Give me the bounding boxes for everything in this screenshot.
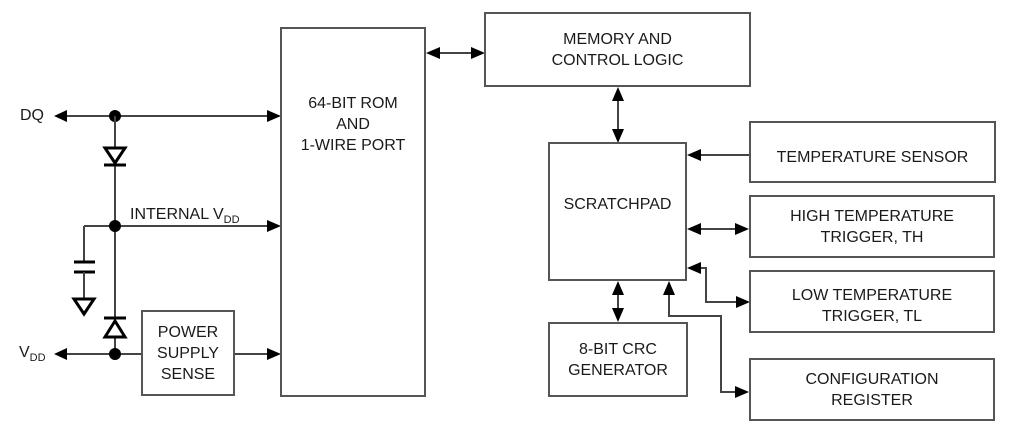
vdd-junction — [109, 348, 121, 360]
config-arrow-up — [663, 281, 675, 295]
high-trigger-line-2: TRIGGER, TH — [820, 228, 924, 246]
rom-block: 64-BIT ROM AND 1-WIRE PORT — [280, 27, 426, 397]
vdd-pin-arrow — [54, 348, 67, 360]
low-trigger-line-2: TRIGGER, TL — [821, 308, 923, 325]
vdd-main: V — [19, 344, 30, 361]
crc-generator-block: 8-BIT CRC GENERATOR — [548, 322, 688, 397]
power-line-3: SENSE — [160, 365, 216, 383]
scratchpad-block: SCRATCHPAD — [548, 142, 687, 281]
temp-sensor-label: TEMPERATURE SENSOR — [776, 149, 969, 166]
low-trigger-arrow-left — [687, 262, 701, 274]
config-wire — [668, 286, 744, 393]
dq-rom-arrow — [267, 110, 281, 122]
low-temperature-trigger-block: LOW TEMPERATURE TRIGGER, TL — [749, 270, 995, 333]
config-arrow-right — [735, 386, 749, 398]
crc-line-2: GENERATOR — [568, 361, 668, 379]
config-line-2: REGISTER — [831, 391, 913, 409]
scratchpad-label: SCRATCHPAD — [563, 196, 672, 213]
upper-diode-icon — [102, 146, 128, 166]
internal-vdd-arrow — [267, 220, 281, 232]
dq-pin-label: DQ — [20, 107, 44, 124]
memory-line-2: CONTROL LOGIC — [551, 51, 684, 69]
crc-line-1: 8-BIT CRC — [579, 340, 657, 358]
config-line-1: CONFIGURATION — [805, 370, 939, 388]
internal-vdd-label: INTERNAL VDD — [130, 206, 240, 226]
memory-control-block: MEMORY AND CONTROL LOGIC — [484, 12, 751, 87]
rom-line-3: 1-WIRE PORT — [300, 137, 406, 154]
power-sense-arrow — [267, 348, 281, 360]
temp-sensor-arrow — [687, 149, 701, 161]
internal-vdd-subscript: DD — [223, 214, 240, 226]
temperature-sensor-block: TEMPERATURE SENSOR — [749, 121, 996, 183]
dq-pin-arrow — [54, 110, 67, 122]
power-supply-sense-block: POWER SUPPLY SENSE — [141, 310, 235, 396]
vdd-pin-label: VDD — [19, 344, 46, 364]
high-trigger-line-1: HIGH TEMPERATURE — [790, 207, 954, 225]
memory-scratchpad-arrow-down — [612, 129, 624, 143]
lower-diode-icon — [102, 318, 128, 339]
memory-scratchpad-arrow-up — [612, 87, 624, 101]
power-line-2: SUPPLY — [157, 344, 219, 362]
power-line-1: POWER — [157, 323, 219, 341]
rom-line-2: AND — [336, 116, 370, 133]
high-temperature-trigger-block: HIGH TEMPERATURE TRIGGER, TH — [749, 195, 995, 258]
high-trigger-arrow-right — [735, 223, 749, 235]
rom-line-1: 64-BIT ROM — [308, 95, 398, 112]
low-trigger-arrow-right — [736, 296, 750, 308]
ground-icon — [71, 297, 97, 317]
crc-arrow-up — [612, 281, 624, 295]
vdd-subscript: DD — [29, 352, 46, 364]
memory-line-1: MEMORY AND — [563, 30, 672, 48]
rom-memory-arrow-left — [426, 47, 440, 59]
rom-memory-arrow-right — [471, 47, 485, 59]
configuration-register-block: CONFIGURATION REGISTER — [749, 358, 995, 421]
high-trigger-arrow-left — [687, 223, 701, 235]
internal-vdd-main: INTERNAL V — [130, 206, 224, 223]
internal-vdd-junction — [109, 220, 121, 232]
low-trigger-line-1: LOW TEMPERATURE — [791, 287, 953, 304]
crc-arrow-down — [612, 308, 624, 322]
